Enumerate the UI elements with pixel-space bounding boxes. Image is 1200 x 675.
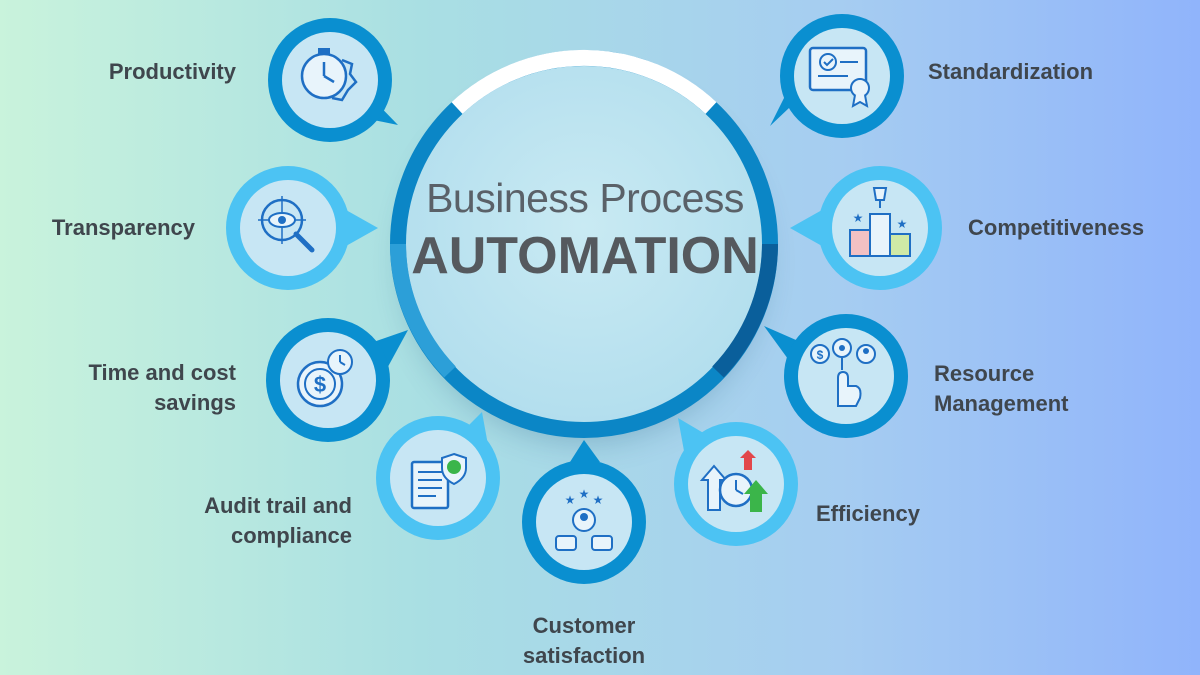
benefit-label-standardization: Standardization	[928, 59, 1094, 84]
dollar-clock-icon: $	[296, 349, 353, 408]
svg-text:★: ★	[853, 211, 864, 225]
thumbs-up-customer-icon: ★ ★ ★	[555, 487, 613, 551]
benefit-label-audit: Audit trail and compliance	[160, 491, 352, 551]
svg-text:★: ★	[897, 217, 908, 231]
benefit-node-competitiveness: ★ ★	[790, 158, 950, 298]
document-shield-icon	[410, 452, 467, 510]
benefit-label-customer-line1: Customer	[532, 613, 636, 638]
benefit-label-time-cost-line2: savings	[154, 390, 236, 415]
benefit-label-time-cost: Time and cost savings	[40, 358, 236, 418]
benefit-node-resource: $	[764, 306, 916, 446]
clock-growth-arrows-icon	[699, 450, 768, 512]
svg-text:$: $	[314, 372, 326, 397]
benefit-node-customer: ★ ★ ★	[514, 440, 654, 592]
benefit-node-time-cost: $	[258, 310, 408, 450]
benefit-label-audit-line2: compliance	[230, 523, 352, 548]
benefit-label-resource-line2: Management	[934, 391, 1069, 416]
benefit-node-productivity	[260, 10, 400, 150]
certificate-icon	[808, 46, 870, 108]
clock-gear-icon	[300, 48, 358, 102]
hub-subtitle: AUTOMATION	[411, 227, 759, 285]
benefit-node-standardization	[770, 6, 912, 146]
benefit-label-productivity: Productivity	[108, 59, 236, 84]
hub-title: Business Process	[426, 175, 744, 221]
svg-text:★: ★	[565, 493, 576, 507]
benefit-label-transparency: Transparency	[51, 215, 195, 240]
hand-resources-icon: $	[810, 338, 876, 407]
svg-text:★: ★	[593, 493, 604, 507]
benefit-label-time-cost-line1: Time and cost	[88, 360, 236, 385]
hub-circle	[404, 64, 764, 424]
svg-text:$: $	[817, 348, 824, 362]
benefit-node-audit	[368, 408, 508, 548]
benefit-label-customer-line2: satisfaction	[522, 643, 646, 668]
benefit-node-efficiency	[666, 414, 806, 554]
benefit-label-competitiveness: Competitiveness	[968, 215, 1145, 240]
benefit-label-resource: Resource Management	[934, 359, 1114, 419]
benefit-node-transparency	[218, 158, 378, 298]
benefit-label-resource-line1: Resource	[934, 361, 1035, 386]
trophy-podium-icon: ★ ★	[849, 187, 911, 257]
benefit-label-customer: Customer satisfaction	[484, 611, 684, 671]
eye-magnifier-icon	[258, 196, 315, 253]
benefit-label-efficiency: Efficiency	[816, 501, 920, 526]
benefit-label-audit-line1: Audit trail and	[204, 493, 352, 518]
svg-text:★: ★	[579, 487, 590, 501]
